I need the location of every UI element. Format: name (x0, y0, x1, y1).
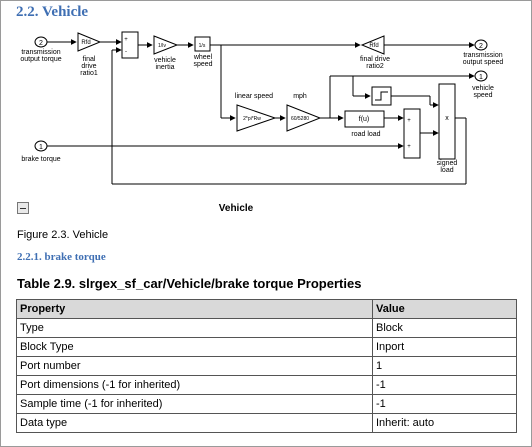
table-row: Port number 1 (16, 356, 517, 376)
final-drive1-label-3: ratio1 (80, 70, 98, 77)
header-property: Property (16, 299, 373, 319)
table-row: Block Type Inport (16, 337, 517, 357)
diagram-title: Vehicle (218, 203, 254, 214)
table-row: Data type Inherit: auto (16, 413, 517, 433)
integrator-text: 1/s (199, 43, 206, 49)
port-out1-number: 2 (479, 43, 483, 50)
section-heading: 2.2. Vehicle (16, 4, 89, 20)
port-out1-label-2: output speed (463, 59, 504, 66)
property-cell: Port dimensions (-1 for inherited) (16, 375, 373, 395)
linear-speed-label: linear speed (235, 93, 273, 100)
table-title: Table 2.9. slrgex_sf_car/Vehicle/brake t… (17, 276, 362, 291)
collapse-icon[interactable] (17, 202, 29, 214)
header-value: Value (372, 299, 517, 319)
inertia-label-2: inertia (155, 64, 174, 71)
linear-speed-gain: 2*pi*Rw (243, 116, 261, 122)
figure-caption: Figure 2.3. Vehicle (17, 229, 109, 241)
final-drive1-label: final (83, 56, 96, 63)
product-symbol: x (445, 115, 449, 122)
final-drive1-gain: Rfd (81, 40, 90, 46)
properties-table: Property Value Type Block Block Type Inp… (16, 299, 517, 433)
port-in1-label: transmission (21, 49, 60, 56)
inertia-gain: 1/Iv (158, 43, 167, 49)
final-drive2-label-2: ratio2 (366, 63, 384, 70)
property-cell: Port number (16, 356, 373, 376)
port-out1-label: transmission (463, 52, 502, 59)
integrator-label: wheel (193, 54, 213, 61)
mph-label: mph (293, 93, 307, 100)
value-cell: -1 (372, 375, 517, 395)
mph-gain: 60/5280 (291, 116, 309, 122)
integrator-label-2: speed (193, 61, 212, 68)
table-row: Port dimensions (-1 for inherited) -1 (16, 375, 517, 395)
value-cell: -1 (372, 394, 517, 414)
table-row: Sample time (-1 for inherited) -1 (16, 394, 517, 414)
sum1-minus: - (125, 49, 127, 55)
sum1-plus: + (124, 37, 128, 43)
property-cell: Type (16, 318, 373, 338)
final-drive2-gain: Rfd (369, 43, 378, 49)
property-cell: Block Type (16, 337, 373, 357)
subsection-heading: 2.2.1. brake torque (17, 251, 106, 263)
property-cell: Sample time (-1 for inherited) (16, 394, 373, 414)
signed-load-label-2: load (440, 167, 453, 174)
table-header-row: Property Value (16, 299, 517, 319)
port-in2-number: 1 (39, 144, 43, 151)
road-load-label: road load (351, 131, 380, 138)
value-cell: Block (372, 318, 517, 338)
value-cell: Inherit: auto (372, 413, 517, 433)
signed-load-label: signed (437, 160, 458, 167)
port-in2-label: brake torque (21, 156, 60, 163)
property-cell: Data type (16, 413, 373, 433)
value-cell: Inport (372, 337, 517, 357)
port-in1-number: 2 (39, 40, 43, 47)
sum2-plus: + (407, 118, 411, 124)
port-out2-label-2: speed (473, 92, 492, 99)
value-cell: 1 (372, 356, 517, 376)
sum2-plus-2: + (407, 144, 411, 150)
final-drive2-label: final drive (360, 56, 390, 63)
port-in1-label-2: output torque (20, 56, 61, 63)
final-drive1-label-2: drive (81, 63, 96, 70)
table-row: Type Block (16, 318, 517, 338)
port-out2-number: 1 (479, 74, 483, 81)
port-out2-label: vehicle (472, 85, 494, 92)
inertia-label: vehicle (154, 57, 176, 64)
road-load-fcn: f(u) (359, 116, 370, 123)
simulink-diagram: 2 transmission output torque 1 brake tor… (20, 31, 504, 185)
